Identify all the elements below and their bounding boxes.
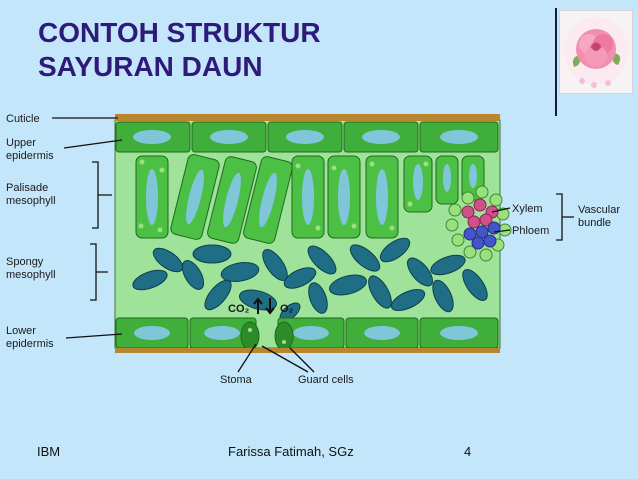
label-lower-epidermis-1: Lower (6, 325, 36, 337)
label-palisade-1: Palisade (6, 182, 48, 194)
lower-epidermis (115, 317, 499, 351)
label-guard-cells: Guard cells (298, 374, 354, 386)
label-upper-epidermis-1: Upper (6, 137, 36, 149)
label-lower-epidermis-2: epidermis (6, 338, 54, 350)
label-stoma: Stoma (220, 374, 253, 386)
palisade-mesophyll (135, 154, 485, 244)
title-line-1: CONTOH STRUKTUR (38, 17, 321, 48)
o2-label: O₂ (280, 303, 294, 315)
rose-flower-icon (559, 10, 633, 94)
title-line-2: SAYURAN DAUN (38, 51, 263, 82)
divider-line (555, 8, 557, 116)
label-phloem: Phloem (512, 225, 549, 237)
lower-cuticle (115, 348, 500, 353)
label-xylem: Xylem (512, 203, 543, 215)
footer-page-number: 4 (464, 444, 472, 459)
footer-center: Farissa Fatimah, SGz (228, 444, 354, 459)
leaf-cross-section-diagram: CO₂ O₂ Cuticle Upper epidermis (6, 113, 620, 386)
label-vascular-2: bundle (578, 217, 611, 229)
vascular-bundle (445, 185, 512, 262)
up-arrow-icon (253, 297, 263, 314)
label-vascular-1: Vascular (578, 204, 620, 216)
spongy-mesophyll (132, 237, 488, 322)
slide-title: CONTOH STRUKTUR SAYURAN DAUN (38, 16, 321, 84)
upper-epidermis (115, 121, 499, 153)
co2-label: CO₂ (228, 303, 250, 315)
gas-exchange-indicator: CO₂ O₂ (228, 297, 294, 315)
down-arrow-icon (265, 298, 275, 315)
label-spongy-2: mesophyll (6, 269, 56, 281)
cuticle-layer (115, 114, 500, 121)
label-upper-epidermis-2: epidermis (6, 150, 54, 162)
label-cuticle: Cuticle (6, 113, 40, 125)
label-palisade-2: mesophyll (6, 195, 56, 207)
label-spongy-1: Spongy (6, 256, 44, 268)
footer-left: IBM (37, 444, 61, 459)
